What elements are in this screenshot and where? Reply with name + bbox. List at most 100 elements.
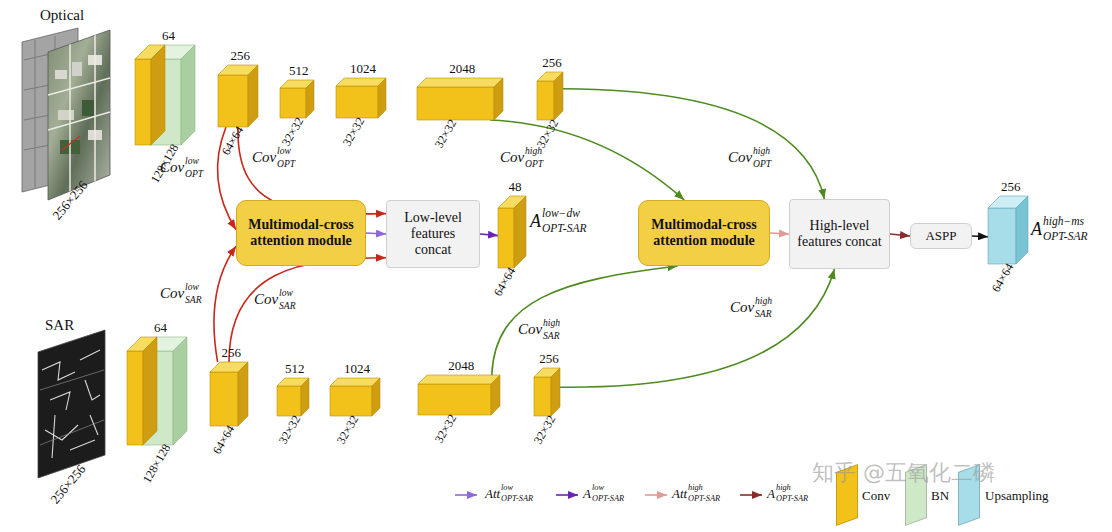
feature-map-block: 25632×32 (537, 72, 563, 120)
cuboid-shape (135, 45, 195, 145)
legend-text: Att (672, 487, 687, 500)
cube-front (135, 59, 151, 145)
subscript: SAR (185, 295, 202, 305)
feature-size: 64×64 (211, 423, 237, 456)
subscript: OPT-SAR (776, 495, 808, 503)
channel-count: 256 (539, 352, 559, 365)
cube-front (127, 351, 143, 445)
optical-image (48, 30, 110, 200)
image-title: Optical (40, 8, 84, 23)
subscript: OPT (753, 159, 771, 169)
cube-top (336, 78, 386, 86)
channel-count: 256 (231, 49, 251, 62)
feature-size: 32×32 (531, 413, 557, 446)
speckle (40, 370, 104, 445)
image-texture (48, 30, 110, 200)
channel-count: 2048 (448, 359, 474, 372)
channel-count: 2048 (449, 62, 475, 75)
cube-side (554, 72, 563, 120)
cuboid-shape (336, 78, 386, 118)
channel-count: 512 (289, 64, 309, 77)
connector-arrow (366, 233, 386, 234)
connector-arrow (890, 234, 910, 236)
speckle (42, 350, 100, 458)
connector-arrow (770, 233, 789, 234)
feature-map-block: 25664×64 (210, 362, 248, 426)
aspp-box: ASPP (910, 223, 972, 249)
box-text: High-level features concat (796, 218, 883, 250)
cube-front (498, 208, 514, 268)
superscript: high (755, 296, 772, 306)
box-text: Multimodal-cross attention module (243, 217, 359, 249)
superscript: high (776, 484, 791, 492)
superscript: high (525, 146, 542, 156)
cuboid-shape (498, 196, 526, 268)
feature-size: 128×128 (141, 442, 173, 485)
image-title: SAR (45, 318, 74, 333)
road (62, 136, 80, 150)
cube-front (537, 81, 554, 120)
channel-count: 1024 (344, 362, 370, 375)
superscript: low (592, 484, 604, 492)
edge-label: Cov (728, 150, 752, 165)
connector-arrow (480, 234, 498, 236)
feature-size: 32×32 (432, 412, 458, 445)
cube-front (418, 384, 491, 415)
edge-label: Cov (518, 322, 542, 337)
subscript: OPT-SAR (688, 495, 720, 503)
legend-text: BN (931, 489, 949, 502)
watermark: 知乎 @五氧化二磷 (812, 462, 995, 484)
cube-side (143, 337, 157, 445)
cuboid-shape (534, 368, 560, 416)
connector-arrow (490, 120, 684, 200)
subscript: OPT-SAR (1043, 231, 1088, 243)
cube-side (514, 196, 526, 268)
cube-side (494, 78, 503, 120)
concat-box: Low-level features concat (386, 200, 480, 268)
output-symbol: A (1031, 220, 1042, 238)
cuboid-shape (277, 378, 309, 416)
legend-text: Upsampling (985, 489, 1049, 502)
building (72, 62, 82, 76)
cuboid-shape (988, 196, 1028, 264)
cube-front (336, 86, 378, 118)
building (58, 110, 74, 120)
legend-arrow (556, 494, 578, 496)
cube-side (248, 65, 258, 127)
building (55, 70, 67, 79)
image-texture (40, 350, 104, 458)
superscript: high (688, 484, 703, 492)
attention-module-box: Multimodal-cross attention module (236, 200, 366, 266)
legend-arrow (645, 494, 667, 496)
cube-top (330, 378, 380, 386)
channel-count: 64 (162, 29, 175, 42)
channel-count: 64 (154, 321, 167, 334)
cube-side (491, 375, 500, 415)
feature-map-block: 102432×32 (336, 78, 386, 118)
connector-arrow (560, 269, 834, 387)
subscript: SAR (279, 301, 296, 311)
cube-side (151, 45, 165, 145)
feature-map-block: 51232×32 (280, 80, 314, 118)
channel-count: 256 (222, 346, 242, 359)
feature-size: 64×64 (492, 265, 518, 298)
cube-front (534, 377, 551, 416)
legend-arrow (740, 494, 762, 496)
superscript: low (277, 146, 291, 156)
feature-map-block: 51232×32 (277, 378, 309, 416)
feature-size: 32×32 (276, 413, 302, 446)
feature-size: 32×32 (280, 115, 306, 148)
feature-map-block: 204832×32 (418, 375, 500, 415)
cuboid-shape (280, 80, 314, 118)
feature-size: 32×32 (432, 117, 458, 150)
edge-label: Cov (252, 150, 276, 165)
cuboid-shape (537, 72, 563, 120)
channel-count: 256 (1001, 180, 1021, 193)
cube-side (306, 80, 314, 118)
feature-size: 64×64 (220, 124, 246, 157)
box-text: ASPP (925, 229, 956, 244)
cube-front (417, 87, 494, 120)
cube-side (378, 78, 386, 118)
cube-side (1016, 196, 1028, 264)
